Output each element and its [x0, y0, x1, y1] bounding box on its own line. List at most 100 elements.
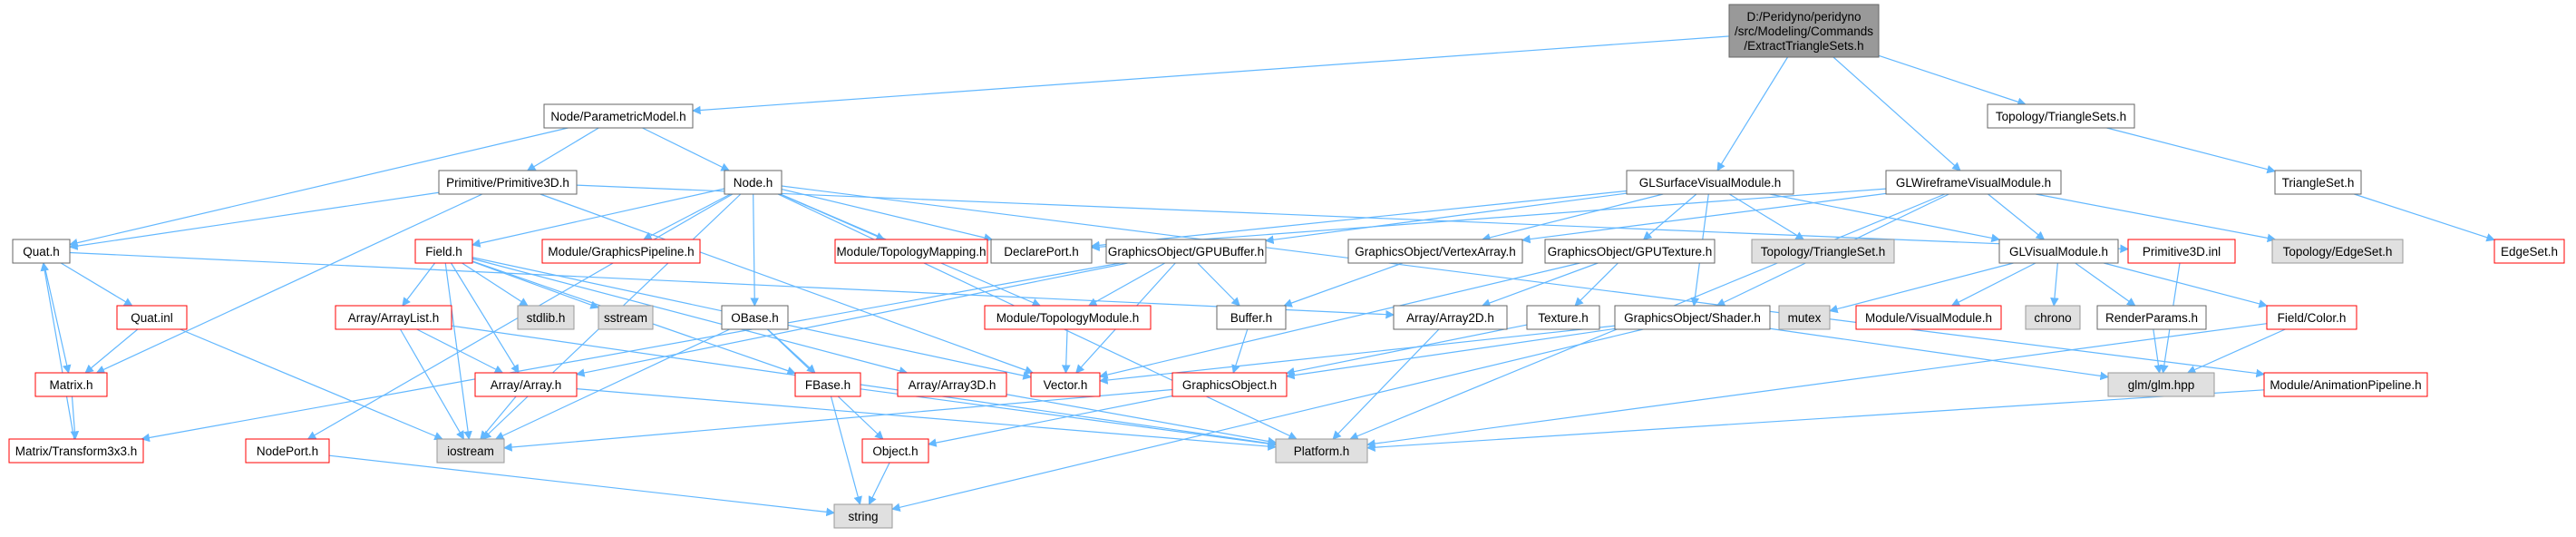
edge-module_topologymodule-to-vector_h: [1061, 328, 1071, 374]
node-label: Module/VisualModule.h: [1865, 311, 1992, 325]
edge-shader_h-to-string: [891, 328, 1644, 512]
edge-node_h-to-module_graphicspipeline: [643, 193, 731, 240]
node-array-array[interactable]: Array/Array.h: [474, 372, 578, 397]
node-box: [12, 239, 71, 264]
node-glwireframe[interactable]: GLWireframeVisualModule.h: [1885, 170, 2062, 195]
node-label: Module/TopologyModule.h: [996, 311, 1140, 325]
node-field-h[interactable]: Field.h: [414, 239, 473, 264]
edge-glsurface-to-gpubuffer: [1265, 192, 1628, 245]
node-mutex[interactable]: mutex: [1778, 305, 1831, 330]
node-shader-h[interactable]: GraphicsObject/Shader.h: [1614, 305, 1771, 330]
node-glm-hpp[interactable]: glm/glm.hpp: [2107, 372, 2215, 397]
node-quat-inl[interactable]: Quat.inl: [116, 305, 188, 330]
node-edgeset-h[interactable]: EdgeSet.h: [2493, 239, 2565, 264]
node-gpubuffer[interactable]: GraphicsObject/GPUBuffer.h: [1105, 239, 1267, 264]
node-label: Topology/TriangleSet.h: [1761, 245, 1886, 259]
node-array-array2d[interactable]: Array/Array2D.h: [1393, 305, 1508, 330]
node-quat-h[interactable]: Quat.h: [12, 239, 71, 264]
node-module-topologymapping[interactable]: Module/TopologyMapping.h: [834, 239, 988, 264]
edge-primitive3d-to-primitive3d_inl: [576, 184, 2129, 254]
node-label: GLWireframeVisualModule.h: [1896, 176, 2051, 190]
node-glvisualmodule[interactable]: GLVisualModule.h: [1998, 239, 2119, 264]
node-box: [1998, 239, 2119, 264]
node-label: GraphicsObject/Shader.h: [1624, 311, 1761, 325]
edge-nodeport_h-to-string: [328, 454, 835, 517]
node-declareport[interactable]: DeclarePort.h: [990, 239, 1093, 264]
edge-gpubuffer-to-buffer_h: [1197, 262, 1240, 307]
edge-node_h-to-declareport: [781, 188, 994, 242]
node-topology-trianglesets[interactable]: Topology/TriangleSets.h: [1987, 103, 2135, 129]
edge-root-to-parametric_model: [692, 35, 1730, 115]
node-matrix-transform3x3[interactable]: Matrix/Transform3x3.h: [8, 438, 144, 464]
node-iostream[interactable]: iostream: [436, 438, 505, 464]
node-label: glm/glm.hpp: [2128, 378, 2195, 392]
node-label: Vector.h: [1044, 378, 1088, 392]
node-label: OBase.h: [731, 311, 779, 325]
node-label: D:/Peridyno/peridyno: [1746, 10, 1861, 24]
node-label: Object.h: [872, 444, 918, 458]
node-vertexarray[interactable]: GraphicsObject/VertexArray.h: [1347, 239, 1523, 264]
node-platform-h[interactable]: Platform.h: [1275, 438, 1368, 464]
node-stdlib[interactable]: stdlib.h: [517, 305, 575, 330]
node-node-h[interactable]: Node.h: [724, 170, 783, 195]
node-sstream[interactable]: sstream: [598, 305, 654, 330]
node-obase[interactable]: OBase.h: [721, 305, 789, 330]
node-box: [245, 438, 330, 464]
node-module-topologymodule[interactable]: Module/TopologyModule.h: [984, 305, 1152, 330]
node-box: [116, 305, 188, 330]
node-buffer-h[interactable]: Buffer.h: [1216, 305, 1287, 330]
node-matrix-h[interactable]: Matrix.h: [34, 372, 108, 397]
node-label: Quat.inl: [131, 311, 173, 325]
edge-shader_h-to-vector_h: [1099, 325, 1616, 385]
node-field-color[interactable]: Field/Color.h: [2266, 305, 2357, 330]
edge-field_h-to-array_arraylist: [402, 262, 436, 307]
node-box: [517, 305, 575, 330]
node-label: /src/Modeling/Commands: [1735, 24, 1873, 38]
node-primitive3d-inl[interactable]: Primitive3D.inl: [2127, 239, 2236, 264]
node-module-visualmodule[interactable]: Module/VisualModule.h: [1855, 305, 2002, 330]
node-texture-h[interactable]: Texture.h: [1526, 305, 1600, 330]
edge-buffer_h-to-graphicsobject_h: [1231, 328, 1249, 374]
edge-gpubuffer-to-module_topologymodule: [1087, 262, 1166, 307]
node-box: [1855, 305, 2002, 330]
node-triangleset-h[interactable]: TriangleSet.h: [2274, 170, 2362, 195]
node-string[interactable]: string: [833, 503, 893, 529]
node-box: [598, 305, 654, 330]
edge-quat_inl-to-matrix_h: [84, 328, 139, 374]
node-glsurface[interactable]: GLSurfaceVisualModule.h: [1626, 170, 1794, 195]
node-object-h[interactable]: Object.h: [861, 438, 929, 464]
node-graphicsobject-h[interactable]: GraphicsObject.h: [1171, 372, 1288, 397]
node-box: [794, 372, 861, 397]
edge-node_h-to-field_h: [471, 188, 725, 248]
edge-shader_h-to-glm_hpp: [1769, 327, 2109, 381]
node-topology-triangleset-sys[interactable]: Topology/TriangleSet.h: [1751, 239, 1895, 264]
node-box: [2493, 239, 2565, 264]
edge-field_h-to-array_array3d: [471, 258, 909, 376]
node-renderparams[interactable]: RenderParams.h: [2096, 305, 2207, 330]
node-module-animationpipeline[interactable]: Module/AnimationPipeline.h: [2263, 372, 2428, 397]
edge-node_h-to-module_animationpipeline: [781, 185, 2265, 378]
node-box: [1171, 372, 1288, 397]
node-module-graphicspipeline[interactable]: Module/GraphicsPipeline.h: [541, 239, 701, 264]
edge-array_arraylist-to-platform_h: [451, 325, 1277, 448]
node-root[interactable]: D:/Peridyno/peridyno/src/Modeling/Comman…: [1728, 4, 1880, 58]
edge-gputexture-to-texture_h: [1574, 262, 1619, 307]
node-topology-edgeset[interactable]: Topology/EdgeSet.h: [2271, 239, 2404, 264]
node-label: Buffer.h: [1230, 311, 1272, 325]
edge-glsurface-to-topology_triangleset_sys: [1728, 193, 1805, 240]
node-gputexture[interactable]: GraphicsObject/GPUTexture.h: [1544, 239, 1716, 264]
node-nodeport-h[interactable]: NodePort.h: [245, 438, 330, 464]
node-array-arraylist[interactable]: Array/ArrayList.h: [335, 305, 452, 330]
node-label: Texture.h: [1538, 311, 1589, 325]
node-box: [2127, 239, 2236, 264]
node-chrono[interactable]: chrono: [2025, 305, 2081, 330]
edge-parametric_model-to-primitive3d: [526, 127, 599, 171]
edge-quat_h-to-matrix_h: [43, 262, 72, 374]
node-label: Array/Array2D.h: [1406, 311, 1494, 325]
node-label: NodePort.h: [257, 444, 318, 458]
node-primitive3d[interactable]: Primitive/Primitive3D.h: [438, 170, 578, 195]
node-array-array3d[interactable]: Array/Array3D.h: [897, 372, 1007, 397]
node-parametric-model[interactable]: Node/ParametricModel.h: [543, 103, 694, 129]
node-fbase[interactable]: FBase.h: [794, 372, 861, 397]
node-vector-h[interactable]: Vector.h: [1030, 372, 1101, 397]
